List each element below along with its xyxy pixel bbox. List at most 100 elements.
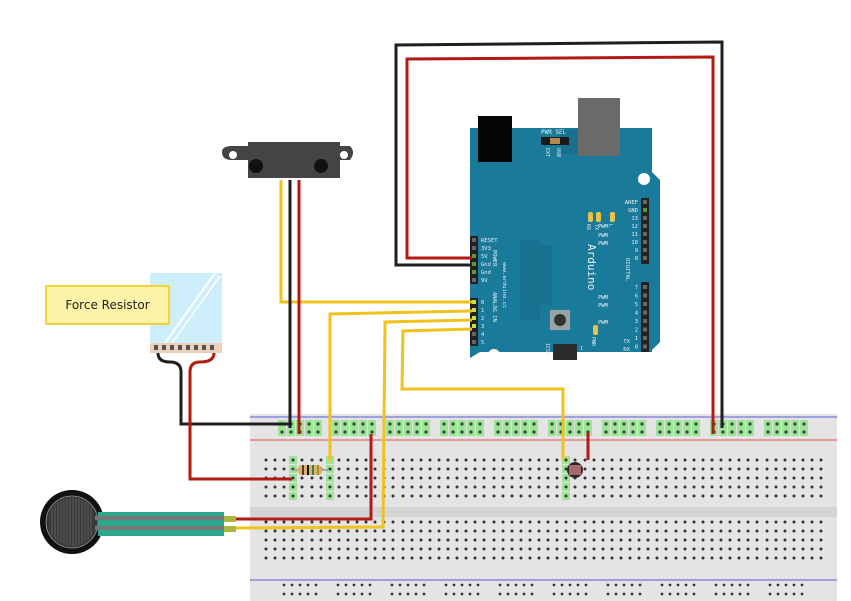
breadboard-hole[interactable] — [300, 520, 304, 524]
breadboard-hole[interactable] — [564, 458, 568, 462]
breadboard-hole[interactable] — [319, 476, 323, 480]
rail-hole[interactable] — [694, 430, 698, 434]
rail-hole[interactable] — [478, 422, 482, 426]
breadboard-hole[interactable] — [355, 556, 359, 560]
breadboard-hole[interactable] — [592, 520, 596, 524]
breadboard-hole[interactable] — [437, 520, 441, 524]
breadboard-hole[interactable] — [510, 476, 514, 480]
rail-hole[interactable] — [314, 583, 318, 587]
breadboard-hole[interactable] — [546, 494, 550, 498]
rail-hole[interactable] — [514, 583, 518, 587]
breadboard-hole[interactable] — [737, 556, 741, 560]
rail-hole[interactable] — [793, 422, 797, 426]
breadboard-hole[interactable] — [592, 547, 596, 551]
breadboard-hole[interactable] — [501, 520, 505, 524]
breadboard-hole[interactable] — [537, 494, 541, 498]
rail-hole[interactable] — [498, 583, 502, 587]
breadboard-hole[interactable] — [573, 485, 577, 489]
rail-hole[interactable] — [468, 583, 472, 587]
rail-hole[interactable] — [298, 592, 302, 596]
breadboard-hole[interactable] — [492, 467, 496, 471]
breadboard-hole[interactable] — [610, 485, 614, 489]
rail-hole[interactable] — [730, 422, 734, 426]
wire-red-5v[interactable] — [405, 55, 715, 434]
breadboard-hole[interactable] — [674, 529, 678, 533]
breadboard-hole[interactable] — [655, 556, 659, 560]
breadboard-hole[interactable] — [637, 529, 641, 533]
breadboard-hole[interactable] — [273, 467, 277, 471]
breadboard-hole[interactable] — [501, 467, 505, 471]
breadboard-hole[interactable] — [492, 476, 496, 480]
rail-hole[interactable] — [523, 422, 527, 426]
breadboard-hole[interactable] — [774, 520, 778, 524]
breadboard-hole[interactable] — [637, 520, 641, 524]
breadboard-hole[interactable] — [683, 476, 687, 480]
rail-hole[interactable] — [802, 430, 806, 434]
breadboard-hole[interactable] — [792, 494, 796, 498]
rail-hole[interactable] — [336, 583, 340, 587]
breadboard-hole[interactable] — [346, 538, 350, 542]
breadboard-hole[interactable] — [737, 476, 741, 480]
breadboard-hole[interactable] — [728, 494, 732, 498]
breadboard-hole[interactable] — [610, 458, 614, 462]
breadboard-hole[interactable] — [692, 547, 696, 551]
breadboard-hole[interactable] — [628, 476, 632, 480]
breadboard-hole[interactable] — [291, 556, 295, 560]
breadboard-hole[interactable] — [692, 520, 696, 524]
breadboard-hole[interactable] — [346, 547, 350, 551]
breadboard-hole[interactable] — [300, 556, 304, 560]
breadboard-hole[interactable] — [801, 547, 805, 551]
breadboard-hole[interactable] — [765, 556, 769, 560]
breadboard-hole[interactable] — [519, 467, 523, 471]
rail-hole[interactable] — [586, 422, 590, 426]
breadboard-hole[interactable] — [473, 556, 477, 560]
breadboard-hole[interactable] — [300, 485, 304, 489]
breadboard-hole[interactable] — [692, 538, 696, 542]
breadboard-hole[interactable] — [664, 529, 668, 533]
breadboard-hole[interactable] — [728, 547, 732, 551]
breadboard-hole[interactable] — [428, 494, 432, 498]
breadboard-hole[interactable] — [683, 556, 687, 560]
rail-hole[interactable] — [289, 430, 293, 434]
breadboard-hole[interactable] — [355, 458, 359, 462]
breadboard-hole[interactable] — [610, 547, 614, 551]
rail-hole[interactable] — [550, 422, 554, 426]
breadboard-hole[interactable] — [355, 467, 359, 471]
breadboard-hole[interactable] — [446, 494, 450, 498]
breadboard-hole[interactable] — [601, 529, 605, 533]
breadboard-hole[interactable] — [473, 494, 477, 498]
breadboard-hole[interactable] — [555, 476, 559, 480]
breadboard-hole[interactable] — [492, 520, 496, 524]
breadboard-hole[interactable] — [410, 467, 414, 471]
breadboard-hole[interactable] — [783, 494, 787, 498]
breadboard-hole[interactable] — [810, 458, 814, 462]
breadboard-hole[interactable] — [310, 494, 314, 498]
breadboard-hole[interactable] — [473, 485, 477, 489]
breadboard-hole[interactable] — [774, 529, 778, 533]
rail-hole[interactable] — [282, 583, 286, 587]
rail-hole[interactable] — [775, 430, 779, 434]
breadboard-hole[interactable] — [646, 547, 650, 551]
analog-pin[interactable] — [472, 316, 476, 320]
breadboard-hole[interactable] — [601, 520, 605, 524]
breadboard-hole[interactable] — [646, 494, 650, 498]
breadboard-hole[interactable] — [510, 556, 514, 560]
breadboard-hole[interactable] — [446, 529, 450, 533]
breadboard-hole[interactable] — [728, 467, 732, 471]
breadboard-hole[interactable] — [501, 538, 505, 542]
rail-hole[interactable] — [676, 583, 680, 587]
breadboard-hole[interactable] — [364, 458, 368, 462]
breadboard-hole[interactable] — [719, 485, 723, 489]
breadboard-hole[interactable] — [664, 547, 668, 551]
rail-hole[interactable] — [792, 583, 796, 587]
breadboard-hole[interactable] — [501, 476, 505, 480]
breadboard-hole[interactable] — [455, 458, 459, 462]
breadboard-hole[interactable] — [528, 467, 532, 471]
digital-pin[interactable] — [643, 336, 647, 340]
breadboard-hole[interactable] — [719, 476, 723, 480]
breadboard-hole[interactable] — [310, 476, 314, 480]
breadboard-hole[interactable] — [337, 467, 341, 471]
rail-hole[interactable] — [800, 592, 804, 596]
breadboard-hole[interactable] — [573, 520, 577, 524]
breadboard-hole[interactable] — [810, 556, 814, 560]
